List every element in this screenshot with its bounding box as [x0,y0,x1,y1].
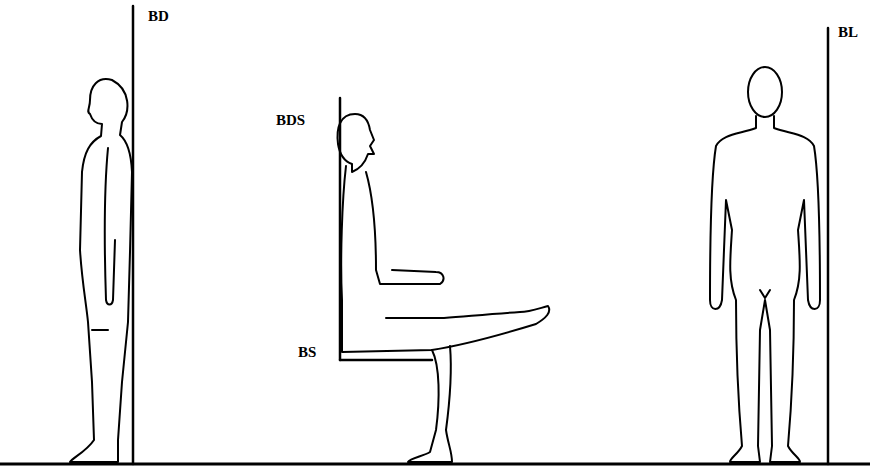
standing-side-figure [70,6,133,464]
reference-line-label: BDS [276,112,305,129]
reference-line [827,28,830,464]
seated-figure [338,98,550,462]
reference-line [132,6,135,464]
reference-line-label: BD [148,8,169,25]
reference-line-label: BS [298,344,316,361]
reference-line-label: BL [838,24,858,41]
seat-line [340,359,432,362]
standing-front-figure [710,28,828,464]
